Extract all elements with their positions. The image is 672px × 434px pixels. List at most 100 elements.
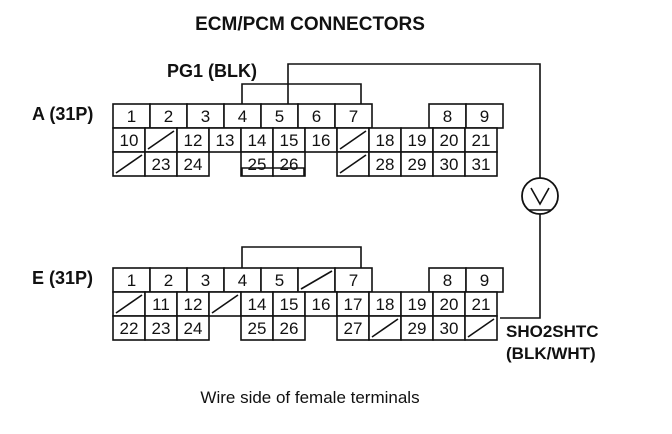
pg1-label: PG1 (BLK) [167,61,257,81]
connector-e-terminal-number: 19 [408,295,427,314]
connector-e-terminal-number: 5 [275,271,284,290]
connector-a-terminal-number: 4 [238,107,247,126]
pg1-lead-wire [287,63,541,178]
connector-a-terminal-number: 8 [443,107,452,126]
connector-a-terminal-number: 13 [216,131,235,150]
connector-e-terminal-number: 12 [184,295,203,314]
connector-e-terminal-number: 24 [184,319,203,338]
connector-a-terminal-cell [240,151,274,177]
connector-a-unused-terminal [115,154,143,174]
connector-a-terminal-number: 29 [408,155,427,174]
connector-e-terminal-number: 27 [344,319,363,338]
connector-e-label: E (31P) [32,268,94,288]
connector-e-terminal-number: 1 [127,271,136,290]
connector-e-terminal-number: 20 [440,295,459,314]
connector-a-terminal-number: 12 [184,131,203,150]
connector-e-terminal-number: 30 [440,319,459,338]
connector-a-terminal-cell [272,151,306,177]
connector-a-terminal-number: 14 [248,131,267,150]
connector-a-terminal-number: 21 [472,131,491,150]
connector-a-terminal-number: 3 [201,107,210,126]
connector-a-terminal-cell [176,151,210,177]
connector-e-terminal-number: 15 [280,295,299,314]
connector-a-terminal-cell [464,151,498,177]
connector-e-terminal-cell [432,315,466,341]
connector-e-terminal-number: 2 [164,271,173,290]
connector-a-unused-terminal [147,130,175,150]
connector-e-terminal-number: 3 [201,271,210,290]
connector-e-terminal-cell [464,291,498,317]
connector-e-terminal-cell [144,315,178,341]
connector-e-terminal-number: 26 [280,319,299,338]
connector-a-terminal-cell [297,103,336,129]
connector-e-terminal-cell [112,267,151,293]
connector-a-terminal-number: 31 [472,155,491,174]
connector-e-terminal-cell [400,315,434,341]
connector-e-terminal-number: 17 [344,295,363,314]
wiring [241,63,559,319]
connector-a-terminal-number: 16 [312,131,331,150]
connector-a-terminal-number: 6 [312,107,321,126]
connector-e-terminal-number: 29 [408,319,427,338]
connector-e-unused-terminal [115,294,143,314]
connector-a-terminal-cell [334,103,373,129]
connector-a-terminal-number: 28 [376,155,395,174]
connector-a-terminal-cell [368,151,402,177]
connector-a-label: A (31P) [32,104,94,124]
connector-a-terminal-number: 7 [349,107,358,126]
connector-a-terminal-number: 19 [408,131,427,150]
connector-a-terminal-number: 24 [184,155,203,174]
diagram-title: ECM/PCM CONNECTORS [195,14,425,35]
voltmeter-symbol [530,187,550,206]
connector-a-jumper [241,167,305,176]
connector-a-terminal-number: 1 [127,107,136,126]
connector-a-terminal-number: 20 [440,131,459,150]
connector-e-terminal-number: 16 [312,295,331,314]
connector-a-terminal-number: 10 [120,131,139,150]
connector-a-terminal-number: 30 [440,155,459,174]
connector-a-terminal-cell [304,127,338,153]
connector-e-terminal-number: 18 [376,295,395,314]
connector-e-unused-terminal [211,294,239,314]
connector-a-terminal-cell [428,103,467,129]
connector-e-terminal-cell [112,315,146,341]
connector-e-terminal-cell [176,291,210,317]
connector-e-terminal-cell [432,291,466,317]
connector-e-unused-terminal [371,318,399,338]
connector-e-terminal-cell [304,291,338,317]
connector-a-terminal-cell [400,127,434,153]
connector-e-terminal-number: 11 [152,295,170,314]
connector-a-terminal-cell [432,127,466,153]
connector-a-terminal-number: 2 [164,107,173,126]
connector-a-terminal-cell [112,127,146,153]
connector-a-terminal-number: 26 [280,155,299,174]
connector-a-terminal-number: 25 [248,155,267,174]
connector-e-terminal-number: 22 [120,319,139,338]
pg1-bracket [241,83,362,104]
connector-e-terminal-number: 21 [472,295,491,314]
connector-e-terminal-cell [272,315,306,341]
connector-a-terminal-number: 23 [152,155,171,174]
connector-e-terminal-cell [334,267,373,293]
sho2shtc-wire-color: (BLK/WHT) [506,344,596,363]
connector-a-unused-terminal [339,130,367,150]
connector-e-unused-terminal [467,318,495,338]
connector-a-terminal-number: 18 [376,131,395,150]
connector-e-bracket [241,246,362,268]
connector-e-terminal-number: 7 [349,271,358,290]
connector-a-terminal-number: 15 [280,131,299,150]
connector-e-terminal-cell [368,291,402,317]
sho2shtc-label: SHO2SHTC [506,322,599,341]
connector-a-terminal-number: 5 [275,107,284,126]
connector-a-unused-terminal [339,154,367,174]
connector-e-unused-terminal [300,270,333,290]
connector-e-terminal-number: 25 [248,319,267,338]
connector-e-terminal-number: 9 [480,271,489,290]
connector-e-terminal-number: 14 [248,295,267,314]
connector-a-terminal-cell [112,103,151,129]
sho2shtc-lead-wire [500,214,541,319]
connector-e-terminal-number: 23 [152,319,171,338]
